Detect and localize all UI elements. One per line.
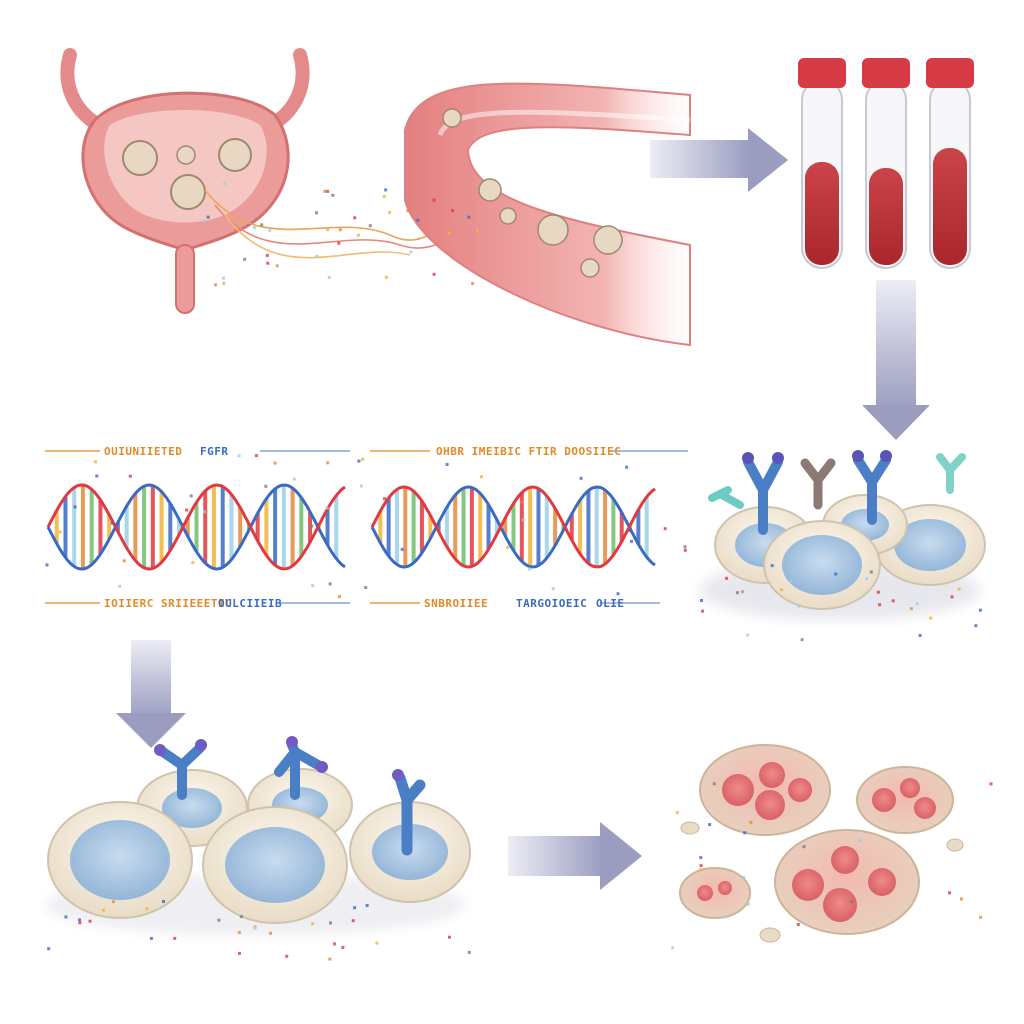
apoptotic-cell-icon xyxy=(774,829,920,935)
apoptotic-cell-icon xyxy=(679,867,751,919)
blood-tube-icon xyxy=(798,58,974,269)
bladder-icon xyxy=(60,48,310,314)
antibody-icon xyxy=(708,450,966,535)
dna-label-bottom-c: OLIE xyxy=(596,597,625,610)
dna-label-bottom-a: SNBROIIEE xyxy=(424,597,488,610)
antibody-cell-cluster xyxy=(700,450,986,620)
dna-label-bottom-a: IOIIERC SRIIEEETIC xyxy=(104,597,232,610)
tumor-cell-icon xyxy=(763,520,881,610)
dna-helix-icon xyxy=(370,485,656,569)
dna-label-top: OHBR IMEIBIC FTIR DOOSIIEC xyxy=(436,445,621,458)
blood-vessel-icon xyxy=(404,82,691,347)
dna-label-top-a: OUIUNIIETED xyxy=(104,445,182,458)
tumor-cell-icon xyxy=(122,138,252,210)
tumor-cell-icon xyxy=(202,806,348,924)
dna-label-top-b: FGFR xyxy=(200,445,229,458)
tumor-cell-icon xyxy=(47,801,193,919)
arrow-icon xyxy=(116,640,186,748)
targeted-cell-cluster xyxy=(45,736,471,935)
dna-panel-left: OUIUNIIETED FGFR IOIIERC SRIIEEETIC OULC… xyxy=(45,445,350,610)
apoptotic-cell-cluster xyxy=(679,744,964,943)
dna-label-bottom-b: OULCIIEIB xyxy=(218,597,282,610)
arrow-icon xyxy=(650,128,788,192)
dna-label-bottom-b: TARGOIOEIC xyxy=(516,597,587,610)
apoptotic-cell-icon xyxy=(856,766,954,834)
dna-panel-right: OHBR IMEIBIC FTIR DOOSIIEC SNBROIIEE TAR… xyxy=(370,445,688,610)
apoptotic-cell-icon xyxy=(699,744,831,836)
dna-helix-icon xyxy=(46,483,346,571)
arrow-icon xyxy=(862,280,930,440)
antibody-icon xyxy=(154,736,426,856)
arrow-icon xyxy=(508,822,642,890)
scattered-particles xyxy=(45,182,993,961)
